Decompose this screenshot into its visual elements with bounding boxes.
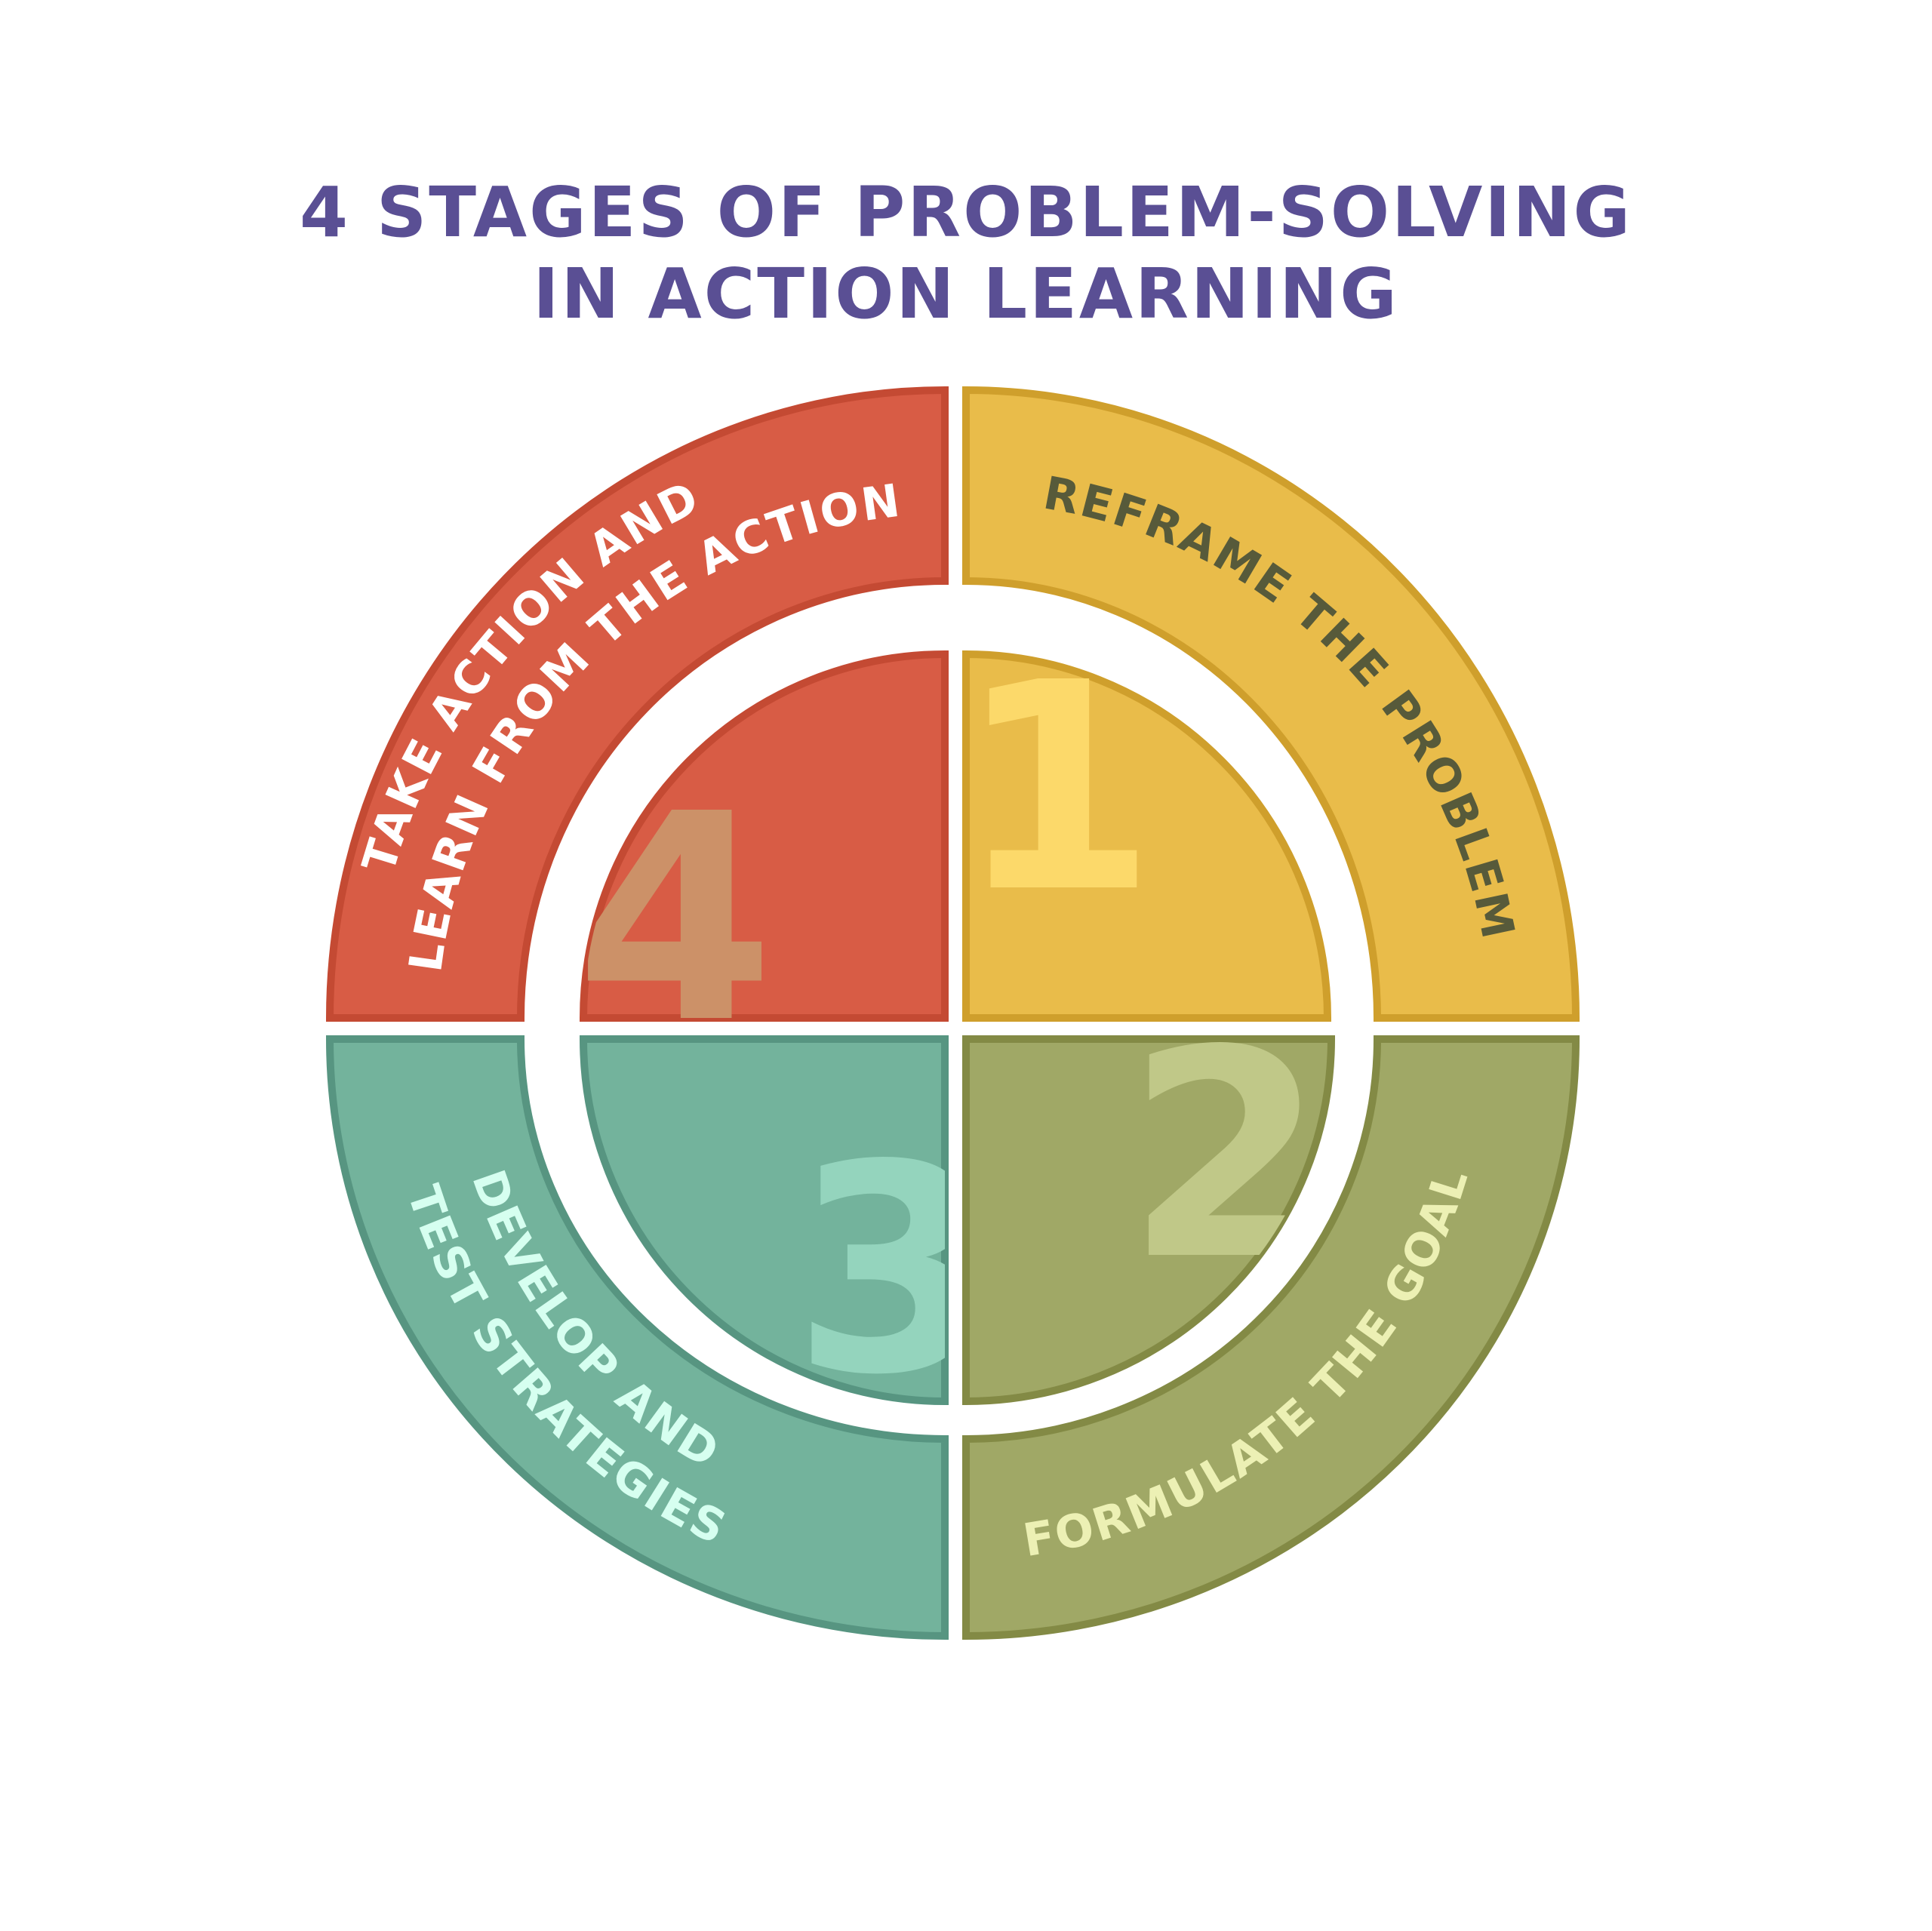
stage-2-quadrant: 2 FORMULATE THE GOAL	[962, 1035, 1580, 1640]
stage-4-disc	[579, 650, 949, 1022]
stage-2-ring	[962, 1035, 1580, 1640]
diagram-title: 4 STAGES OF PROBLEM-SOLVING IN ACTION LE…	[0, 172, 1932, 335]
stage-4-ring	[325, 386, 949, 1022]
stage-1-ring	[962, 386, 1580, 1022]
stage-1-numeral: 1	[957, 621, 1156, 955]
title-line-2: IN ACTION LEARNING	[533, 254, 1399, 334]
title-line-1: 4 STAGES OF PROBLEM-SOLVING	[299, 172, 1633, 253]
stage-4-quadrant: 4 TAKE ACTION AND LEARN FROM THE ACTION	[325, 386, 949, 1022]
stage-2-disc	[962, 1035, 1336, 1406]
stage-1-quadrant: 1 REFRAME THE PROBLEM	[957, 386, 1580, 1022]
stage-3-quadrant: 3 DEVELOP AND TEST STRATEGIES	[325, 1035, 992, 1640]
stage-1-disc	[962, 650, 1332, 1022]
stage-3-disc	[579, 1035, 949, 1406]
stage-3-ring	[325, 1035, 949, 1640]
stage-3-numeral: 3	[792, 1103, 992, 1437]
